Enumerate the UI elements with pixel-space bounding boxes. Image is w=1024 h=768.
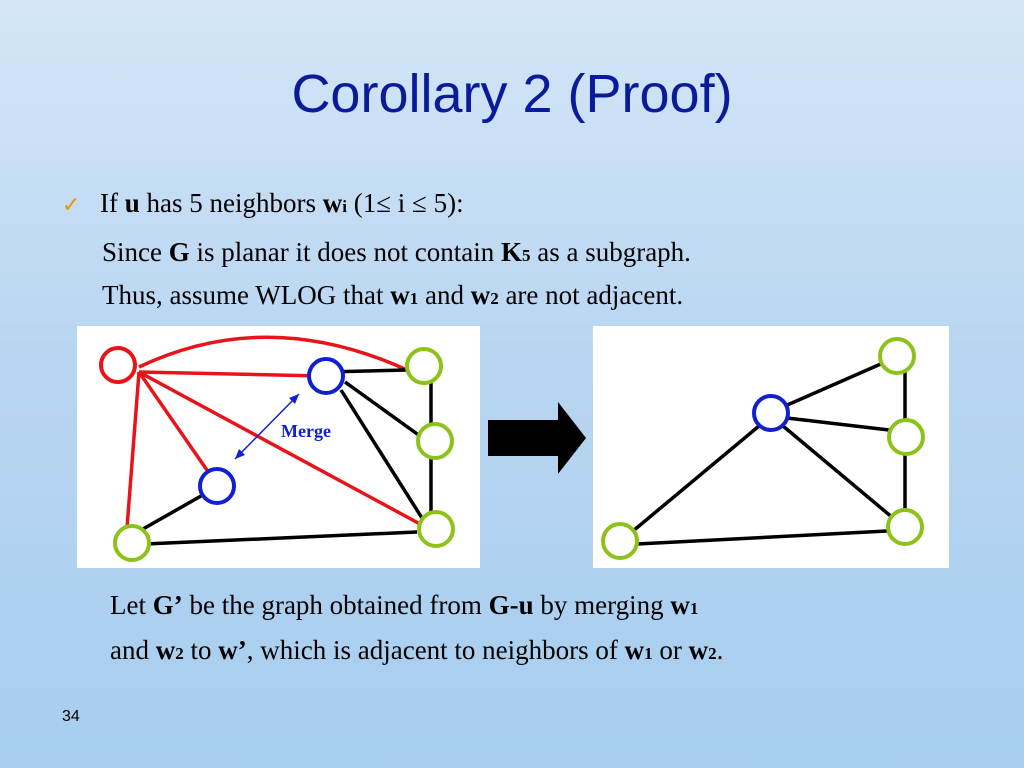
subscript-5: 5 bbox=[521, 246, 531, 265]
subscript-i: i bbox=[342, 197, 347, 216]
merge-arrow bbox=[234, 393, 300, 460]
edge bbox=[631, 424, 761, 533]
subscript-2: 2 bbox=[708, 644, 717, 663]
vertex-green bbox=[113, 524, 151, 562]
proof-line-3: Thus, assume WLOG that w1 and w2 are not… bbox=[102, 278, 683, 316]
vertices bbox=[601, 337, 925, 560]
subscript-1: 1 bbox=[644, 644, 653, 663]
var-w2: w bbox=[470, 280, 491, 310]
subscript-1: 1 bbox=[689, 599, 699, 618]
bullet-line-1: ✓ If u has 5 neighbors wi (1≤ i ≤ 5): bbox=[62, 186, 464, 224]
text: has 5 neighbors bbox=[139, 188, 323, 218]
graph-after-svg bbox=[601, 337, 925, 560]
merge-arrowhead-top bbox=[289, 394, 299, 404]
edge-u-w5 bbox=[125, 371, 141, 529]
vertex-w1 bbox=[307, 357, 345, 395]
var-G: G bbox=[168, 237, 190, 267]
vertex-green bbox=[887, 418, 925, 456]
vertex-green bbox=[878, 337, 916, 375]
slide-title: Corollary 2 (Proof) bbox=[291, 64, 733, 124]
var-u: u bbox=[124, 188, 140, 218]
vertex-w-prime bbox=[752, 394, 790, 432]
vertex-green bbox=[405, 347, 443, 385]
edge bbox=[339, 389, 424, 519]
edge bbox=[343, 380, 422, 438]
var-w1: w bbox=[670, 590, 690, 620]
var-G-minus-u: G-u bbox=[488, 590, 534, 620]
edge-u-w1 bbox=[138, 370, 322, 378]
text: , which is adjacent to neighbors of bbox=[246, 635, 625, 665]
edge-u-w bbox=[138, 335, 408, 372]
text: are not adjacent. bbox=[498, 280, 684, 310]
slide-number: 34 bbox=[62, 708, 80, 725]
subscript-2: 2 bbox=[490, 289, 499, 308]
edge bbox=[144, 530, 418, 546]
vertices bbox=[99, 346, 455, 562]
checkmark-icon: ✓ bbox=[62, 193, 81, 218]
var-G-prime: G’ bbox=[152, 590, 183, 620]
text: Let bbox=[110, 590, 153, 620]
edge-u-w2 bbox=[137, 371, 211, 474]
text: and bbox=[418, 280, 471, 310]
edge-u-w4 bbox=[138, 370, 421, 526]
edge bbox=[636, 529, 888, 546]
text: as a subgraph. bbox=[530, 237, 691, 267]
proof-line-2: Since G is planar it does not contain K5… bbox=[102, 235, 691, 273]
edge bbox=[784, 361, 884, 408]
vertex-u bbox=[99, 346, 137, 384]
edge bbox=[142, 494, 202, 531]
text: Since bbox=[102, 237, 169, 267]
text: and bbox=[110, 635, 156, 665]
vertex-green bbox=[417, 510, 455, 548]
graph-after-merge bbox=[593, 326, 949, 568]
subscript-1: 1 bbox=[409, 289, 419, 308]
vertex-green bbox=[886, 508, 924, 546]
text: to bbox=[183, 635, 219, 665]
var-w2: w bbox=[155, 635, 176, 665]
text: be the graph obtained from bbox=[182, 590, 489, 620]
graph-before-merge: Merge bbox=[77, 326, 480, 568]
vertex-w2 bbox=[198, 467, 236, 505]
proof-line-5: and w2 to w’, which is adjacent to neigh… bbox=[110, 633, 723, 671]
var-w1: w bbox=[390, 280, 410, 310]
var-w2: w bbox=[688, 635, 709, 665]
text: (1≤ i ≤ 5): bbox=[346, 188, 464, 218]
edge bbox=[786, 416, 890, 432]
var-w: w bbox=[322, 188, 343, 218]
proof-line-4: Let G’ be the graph obtained from G-u by… bbox=[110, 588, 698, 626]
graph-before-svg: Merge bbox=[99, 335, 455, 562]
text: Thus, assume WLOG that bbox=[102, 280, 391, 310]
var-w1: w bbox=[624, 635, 645, 665]
transform-arrow-icon bbox=[488, 402, 586, 474]
text: by merging bbox=[533, 590, 671, 620]
text: is planar it does not contain bbox=[189, 237, 501, 267]
edges bbox=[631, 361, 907, 546]
var-K: K bbox=[500, 237, 522, 267]
text: . bbox=[716, 635, 724, 665]
red-edges bbox=[125, 335, 421, 529]
merge-label: Merge bbox=[281, 421, 331, 441]
edge bbox=[781, 424, 895, 520]
text: or bbox=[652, 635, 689, 665]
var-w-prime: w’ bbox=[218, 635, 247, 665]
subscript-2: 2 bbox=[175, 644, 184, 663]
merge-arrowhead-bottom bbox=[235, 449, 245, 459]
vertex-green bbox=[601, 522, 639, 560]
text: If bbox=[100, 188, 125, 218]
vertex-green bbox=[416, 422, 454, 460]
